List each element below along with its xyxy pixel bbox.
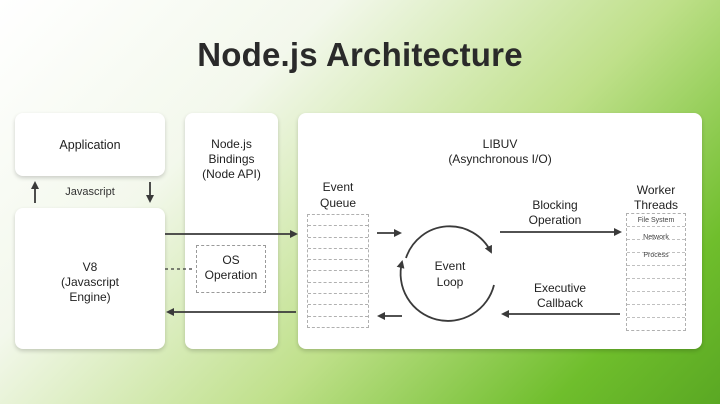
v8-engine-box: V8 (Javascript Engine) [15,208,165,349]
bindings-label-line3: (Node API) [202,167,261,181]
os-operation-label: OS [222,253,240,267]
blocking-operation-label-line2: Operation [528,213,582,227]
v8-label: V8 [82,260,98,274]
worker-item-file-system: File System [637,217,675,224]
queue-slot [308,226,368,238]
executive-callback-label-line2: Callback [536,296,584,310]
diagram-title: Node.js Architecture [197,36,523,73]
queue-slot [308,260,368,272]
worker-threads-label-line2: Threads [633,198,679,212]
libuv-label: LIBUV [482,137,518,151]
nodejs-bindings-box: Node.js Bindings (Node API) [185,113,278,349]
bindings-label-line2: Bindings [208,152,255,166]
queue-slot [308,215,368,227]
os-operation-label-line2: Operation [204,268,258,282]
v8-label-line2: (Javascript [60,275,119,289]
event-loop-label-line2: Loop [436,275,464,289]
v8-label-line3: Engine) [69,290,111,304]
bindings-label: Node.js [211,137,252,151]
queue-slot [308,238,368,249]
queue-slot [308,283,368,295]
application-box: Application [15,113,165,176]
worker-threads-label: Worker [636,183,676,197]
javascript-label: Javascript [65,186,115,198]
blocking-operation-label: Blocking [532,198,578,212]
queue-slot [308,294,368,306]
worker-item-process: Process [643,252,669,259]
event-queue-stack [307,214,369,328]
event-loop-arc-top [405,225,492,259]
application-label: Application [59,138,121,152]
queue-slot [308,271,368,283]
executive-callback-label: Executive [533,281,587,295]
event-loop-label: Event [434,259,466,273]
event-queue-label: Event [322,180,354,194]
os-operation-box [196,245,266,293]
queue-slot [308,249,368,261]
libuv-box: LIBUV (Asynchronous I/O) [298,113,702,349]
event-loop-arc-bottom [396,260,495,322]
libuv-sublabel: (Asynchronous I/O) [448,152,552,166]
event-queue-label-line2: Queue [319,196,357,210]
queue-slot [308,305,368,317]
worker-item-network: Network [643,234,669,241]
worker-threads-pool: File System Network Process [626,213,686,331]
